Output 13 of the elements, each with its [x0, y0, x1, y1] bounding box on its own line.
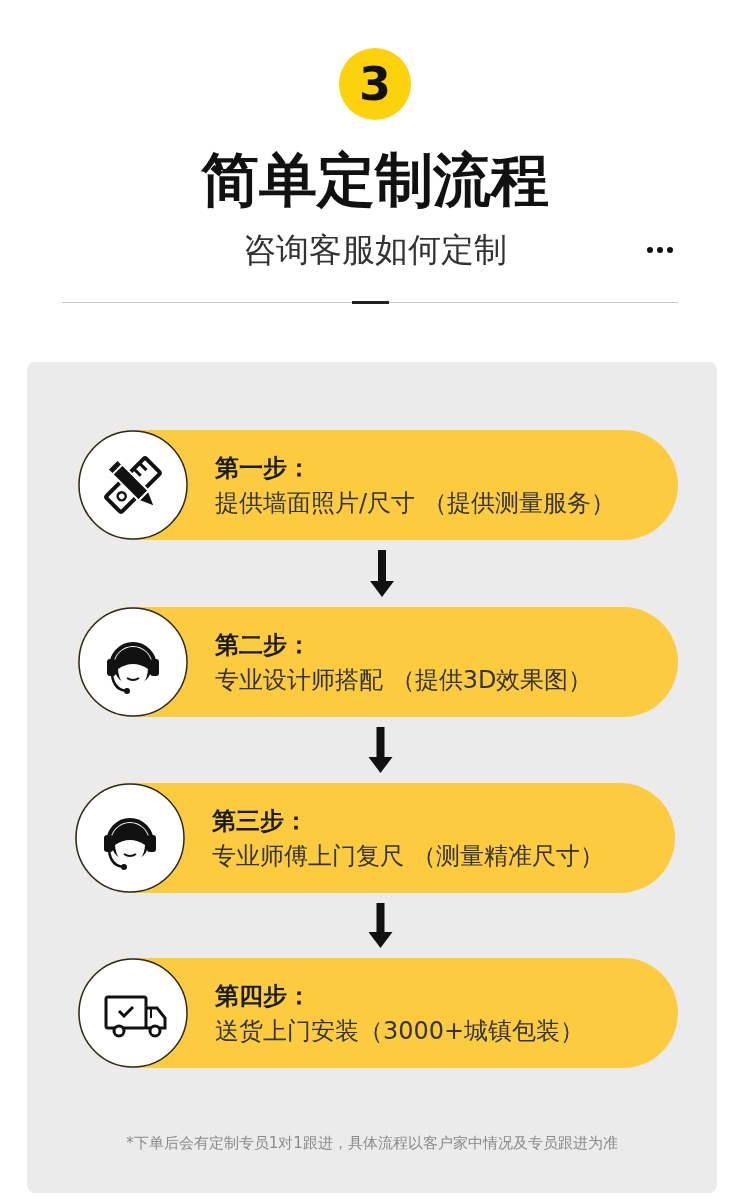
- footnote: *下单后会有定制专员1对1跟进，具体流程以客户家中情况及专员跟进为准: [126, 1133, 618, 1153]
- step-heading: 第二步：: [215, 630, 311, 661]
- step-heading: 第四步：: [215, 981, 311, 1012]
- step-text: 专业设计师搭配 （提供3D效果图）: [215, 665, 593, 696]
- panel: [27, 362, 717, 1193]
- step-heading: 第一步：: [215, 453, 311, 484]
- step-text: 专业师傅上门复尺 （测量精准尺寸）: [212, 841, 604, 872]
- title: 简单定制流程: [201, 148, 549, 212]
- number-badge: 3: [339, 48, 411, 120]
- subtitle: 咨询客服如何定制: [243, 230, 507, 270]
- step-text: 送货上门安装（3000+城镇包装）: [215, 1016, 585, 1047]
- step-text: 提供墙面照片/尺寸 （提供测量服务）: [215, 488, 615, 519]
- step-heading: 第三步：: [212, 806, 308, 837]
